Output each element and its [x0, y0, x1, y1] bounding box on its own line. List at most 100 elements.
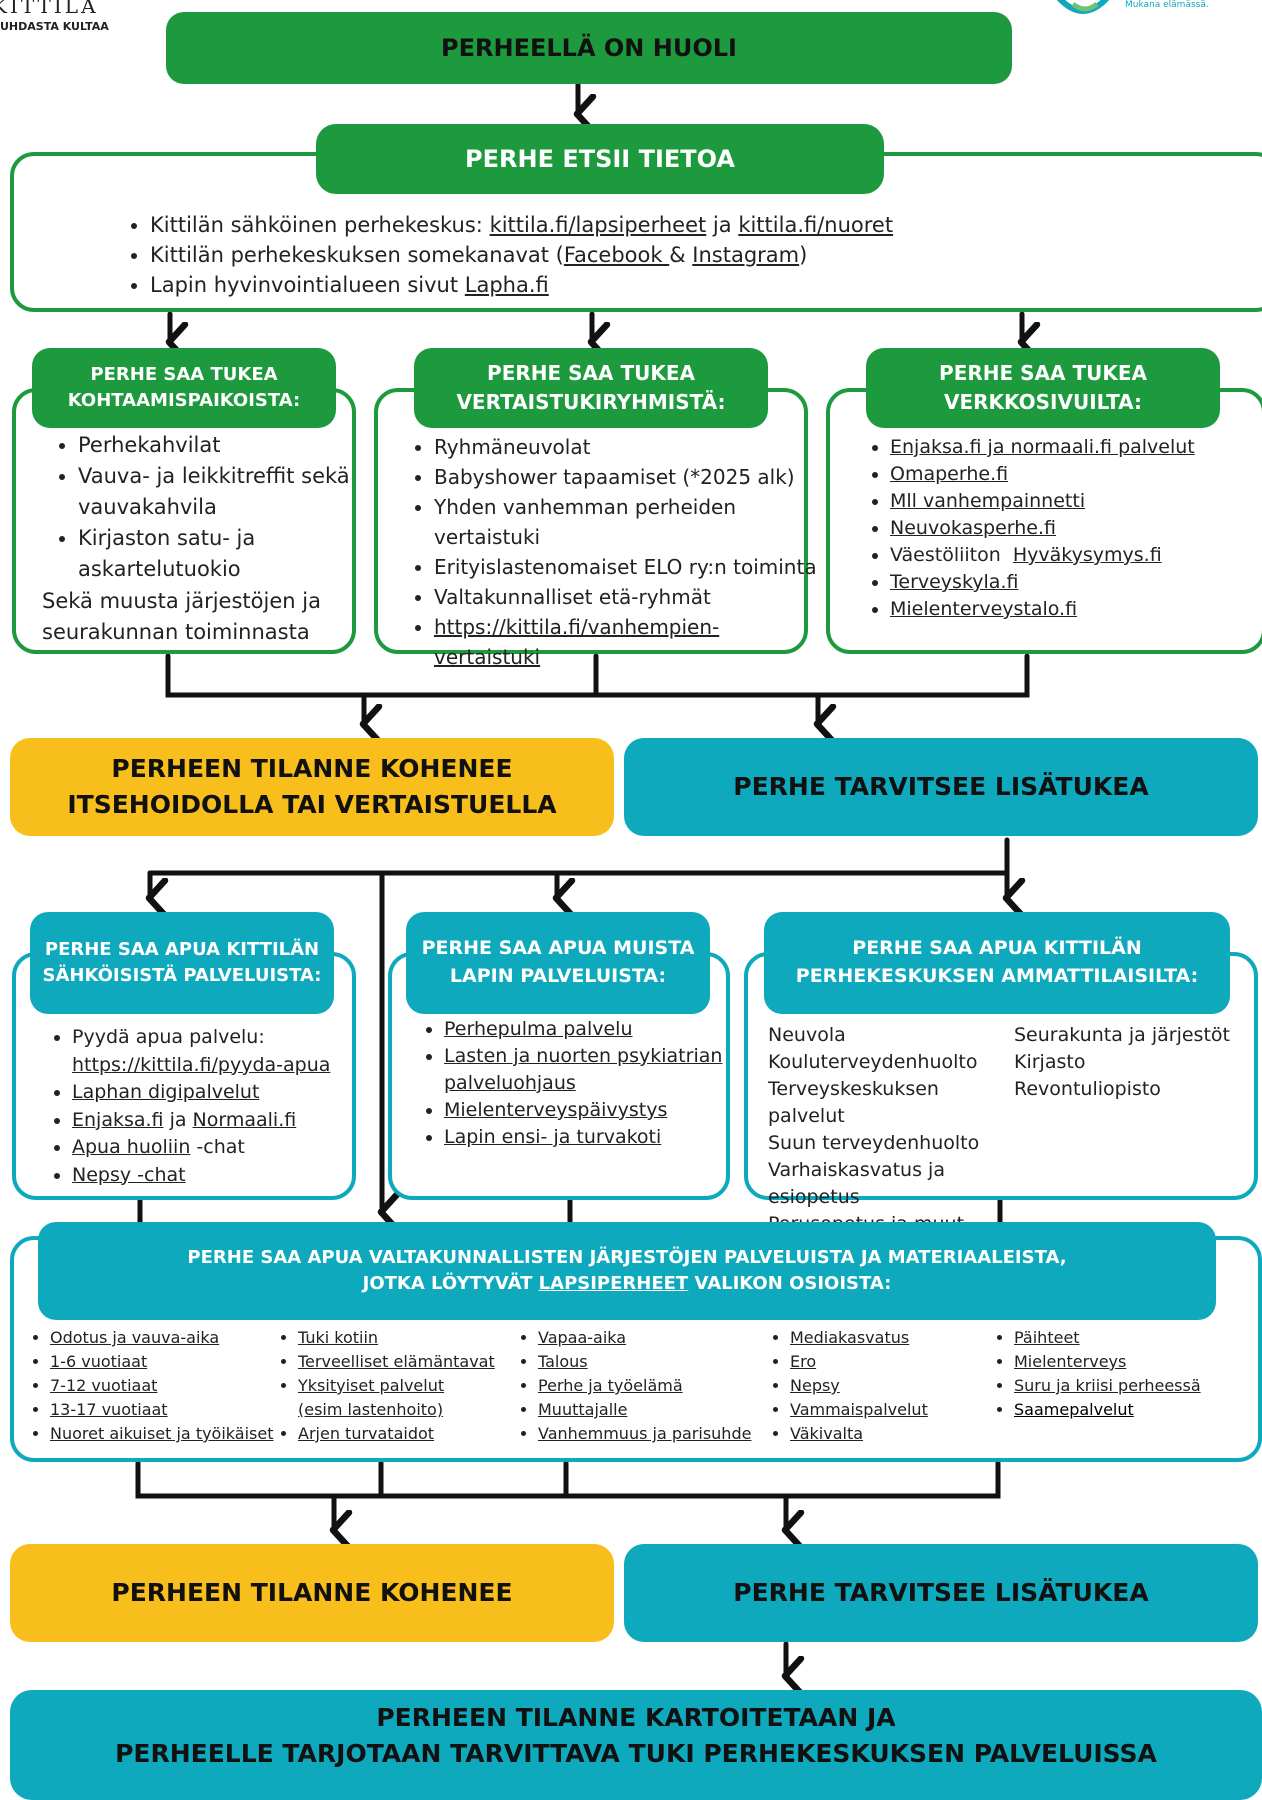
help-title-2-l1: PERHE SAA APUA MUISTA — [421, 937, 695, 960]
link-ero[interactable]: Ero — [790, 1352, 817, 1371]
support-list-3: Enjaksa.fi ja normaali.fi palvelut Omape… — [864, 434, 1262, 623]
outcome2-left: PERHEEN TILANNE KOHENEE — [111, 1577, 513, 1607]
support-title-2-l1: PERHE SAA TUKEA — [487, 361, 695, 385]
link-vammaispalvelut[interactable]: Vammaispalvelut — [790, 1400, 928, 1419]
link-vakivalta[interactable]: Väkivalta — [790, 1424, 864, 1443]
list-item: Arjen turvataidot — [298, 1422, 528, 1446]
link-mielenterveys[interactable]: Mielenterveys — [1014, 1352, 1127, 1371]
list-item: Pyydä apua palvelu:https://kittila.fi/py… — [72, 1024, 382, 1079]
header-title: PERHEELLÄ ON HUOLI — [441, 33, 737, 62]
list-item: Lapin ensi- ja turvakoti — [444, 1124, 754, 1151]
link-nepsy[interactable]: Nepsy — [790, 1376, 840, 1395]
link-mediakasvatus[interactable]: Mediakasvatus — [790, 1328, 910, 1347]
national-col-3: Vapaa-aika Talous Perhe ja työelämä Muut… — [510, 1326, 798, 1446]
final-assessment: PERHEEN TILANNE KARTOITETAAN JA PERHEELL… — [10, 1690, 1262, 1800]
support-title-3-l2: VERKKOSIVUILTA: — [943, 390, 1143, 414]
list-item: Neuvokasperhe.fi — [890, 515, 1262, 542]
header-concern: PERHEELLÄ ON HUOLI — [166, 12, 1012, 84]
link-lapsiperheet[interactable]: kittila.fi/lapsiperheet — [489, 213, 707, 237]
link-vanhemmuus[interactable]: Vanhemmuus ja parisuhde — [538, 1424, 752, 1443]
help-list-1: Pyydä apua palvelu:https://kittila.fi/py… — [46, 1024, 382, 1189]
list-item: Tuki kotiin — [298, 1326, 528, 1350]
link-turvataidot[interactable]: Arjen turvataidot — [298, 1424, 435, 1443]
list-item: Perhe ja työelämä — [538, 1374, 798, 1398]
info-list: Kittilän sähköinen perhekeskus: kittila.… — [124, 210, 893, 300]
link-yksityiset[interactable]: Yksityiset palvelut (esim lastenhoito) — [298, 1376, 445, 1419]
link-ensi-ja-turvakoti[interactable]: Lapin ensi- ja turvakoti — [444, 1126, 662, 1148]
list-item: Mediakasvatus — [790, 1326, 1005, 1350]
link-nepsy-chat[interactable]: Nepsy -chat — [72, 1163, 186, 1186]
link-instagram[interactable]: Instagram — [692, 243, 800, 267]
list-item: Terveelliset elämäntavat — [298, 1350, 528, 1374]
link-tuki-kotiin[interactable]: Tuki kotiin — [298, 1328, 379, 1347]
list-item: Neuvola — [768, 1024, 846, 1046]
link-mielenterveystalo[interactable]: Mielenterveystalo.fi — [890, 598, 1078, 620]
link-lapha[interactable]: Lapha.fi — [464, 273, 549, 297]
link-7-12[interactable]: 7-12 vuotiaat — [50, 1376, 158, 1395]
list-item: Ryhmäneuvolat — [434, 432, 819, 462]
link-tyoelama[interactable]: Perhe ja työelämä — [538, 1376, 683, 1395]
link-13-17[interactable]: 13-17 vuotiaat — [50, 1400, 168, 1419]
national-title-l2: JOTKA LÖYTYVÄT LAPSIPERHEET VALIKON OSIO… — [362, 1273, 892, 1294]
link-apua-huoliin[interactable]: Apua huoliin — [72, 1136, 191, 1158]
national-columns: Odotus ja vauva-aika 1-6 vuotiaat 7-12 v… — [20, 1326, 1260, 1456]
list-item: Suun terveydenhuolto — [768, 1132, 980, 1154]
list-item: Väkivalta — [790, 1422, 1005, 1446]
link-perhepulma[interactable]: Perhepulma palvelu — [444, 1018, 633, 1040]
list-item: Saamepalvelut — [1014, 1398, 1262, 1422]
final-l1: PERHEEN TILANNE KARTOITETAAN JA — [376, 1702, 896, 1732]
link-psykiatrian-palveluohjaus[interactable]: Lasten ja nuorten psykiatrian palveluohj… — [444, 1045, 723, 1094]
link-enjaksa-normaali[interactable]: Enjaksa.fi ja normaali.fi palvelut — [890, 436, 1195, 458]
link-hyvakysymys[interactable]: Hyväkysymys.fi — [1012, 544, 1162, 566]
link-lapsiperheet-menu[interactable]: LAPSIPERHEET — [538, 1273, 689, 1294]
link-paihteet[interactable]: Päihteet — [1014, 1328, 1080, 1347]
info-item-1: Kittilän sähköinen perhekeskus: kittila.… — [150, 210, 893, 240]
link-nuoret-aikuiset[interactable]: Nuoret aikuiset ja työikäiset — [50, 1424, 274, 1443]
list-item: Apua huoliin -chat — [72, 1134, 382, 1162]
link-suru-ja-kriisi[interactable]: Suru ja kriisi perheessä — [1014, 1376, 1201, 1395]
link-saamepalvelut[interactable]: Saamepalvelut — [1014, 1400, 1134, 1419]
national-col-2: Tuki kotiin Terveelliset elämäntavat Yks… — [270, 1326, 528, 1446]
link-terveelliset[interactable]: Terveelliset elämäntavat — [298, 1352, 495, 1371]
list-item: Kirjasto — [1014, 1051, 1086, 1073]
list-item: Nepsy -chat — [72, 1162, 382, 1190]
link-laphan-digipalvelut[interactable]: Laphan digipalvelut — [72, 1081, 260, 1103]
link-omaperhe[interactable]: Omaperhe.fi — [890, 463, 1009, 485]
list-item: Enjaksa.fi ja normaali.fi palvelut — [890, 434, 1262, 461]
list-item: Omaperhe.fi — [890, 461, 1262, 488]
link-normaali[interactable]: Normaali.fi — [192, 1108, 297, 1131]
link-neuvokasperhe[interactable]: Neuvokasperhe.fi — [890, 517, 1056, 539]
list-item: Vapaa-aika — [538, 1326, 798, 1350]
list-item: Yksityiset palvelut (esim lastenhoito) — [298, 1374, 488, 1422]
link-muuttajalle[interactable]: Muuttajalle — [538, 1400, 628, 1419]
list-item: Vammaispalvelut — [790, 1398, 1005, 1422]
list-item: Terveyskyla.fi — [890, 569, 1262, 596]
link-facebook[interactable]: Facebook — [563, 243, 670, 267]
outcome-needs-more-support-1: PERHE TARVITSEE LISÄTUKEA — [624, 738, 1258, 836]
link-mielenterveyspaivystys[interactable]: Mielenterveyspäivystys — [444, 1099, 668, 1121]
list-item: Mll vanhempainnetti — [890, 488, 1262, 515]
link-talous[interactable]: Talous — [538, 1352, 588, 1371]
outcome1-left-l1: PERHEEN TILANNE KOHENEE — [111, 753, 513, 783]
link-mll[interactable]: Mll vanhempainnetti — [890, 490, 1086, 512]
list-item: Väestöliiton Hyväkysymys.fi — [890, 542, 1262, 569]
link-nuoret[interactable]: kittila.fi/nuoret — [738, 213, 894, 237]
list-item: Vanhemmuus ja parisuhde — [538, 1422, 798, 1446]
link-odotus[interactable]: Odotus ja vauva-aika — [50, 1328, 220, 1347]
kittila-logo: KITTILÄ UHDASTA KULTAA — [0, 0, 130, 40]
link-vanhempien-vertaistuki[interactable]: https://kittila.fi/vanhempien-vertaistuk… — [434, 615, 720, 669]
link-1-6[interactable]: 1-6 vuotiaat — [50, 1352, 148, 1371]
link-enjaksa[interactable]: Enjaksa.fi — [72, 1108, 164, 1131]
link-terveyskyla[interactable]: Terveyskyla.fi — [890, 571, 1019, 593]
info-item-3: Lapin hyvinvointialueen sivut Lapha.fi — [150, 270, 893, 300]
national-col-4: Mediakasvatus Ero Nepsy Vammaispalvelut … — [762, 1326, 1005, 1446]
professionals-col-1: Neuvola Kouluterveydenhuolto Terveyskesk… — [768, 1022, 1018, 1265]
list-item: Valtakunnalliset etä-ryhmät — [434, 582, 819, 612]
support-box-websites: Enjaksa.fi ja normaali.fi palvelut Omape… — [826, 388, 1262, 654]
link-pyyda-apua[interactable]: https://kittila.fi/pyyda-apua — [72, 1053, 331, 1076]
link-vapaa-aika[interactable]: Vapaa-aika — [538, 1328, 627, 1347]
list-item: 7-12 vuotiaat — [50, 1374, 300, 1398]
